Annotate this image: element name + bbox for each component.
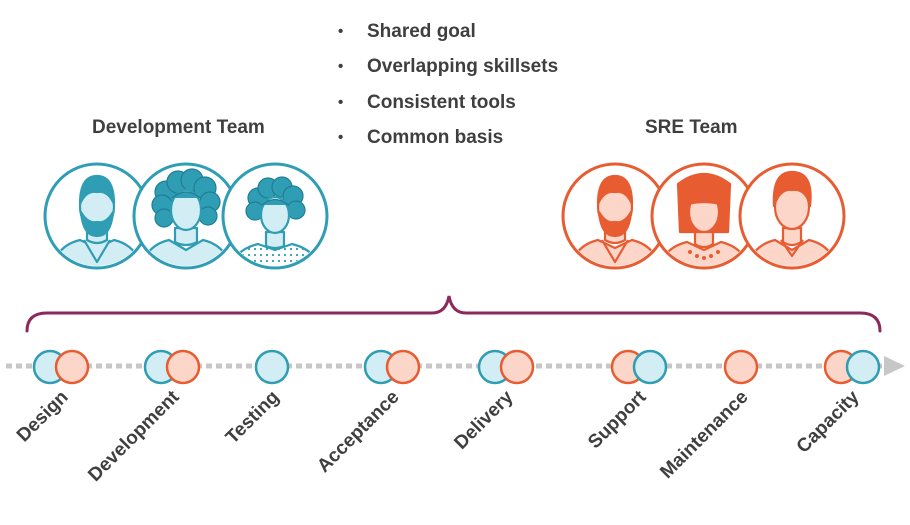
- dev-avatar-curly-woman: [221, 162, 329, 270]
- stage-label: Maintenance: [656, 387, 752, 483]
- sre-avatar-man: [738, 162, 846, 270]
- sre-team-marker: [385, 349, 421, 385]
- timeline-arrowhead-icon: [884, 356, 905, 376]
- sre-team-marker: [499, 349, 535, 385]
- dev-team-marker: [632, 349, 668, 385]
- bullet-item: Shared goal: [338, 16, 558, 51]
- sre-team-marker: [165, 349, 201, 385]
- stage-label: Testing: [222, 387, 284, 449]
- stage-label: Development: [84, 386, 184, 486]
- bullet-item: Consistent tools: [338, 87, 558, 122]
- lifecycle-brace: [25, 295, 882, 333]
- stage-label: Delivery: [450, 386, 517, 453]
- stage-label: Capacity: [793, 386, 864, 457]
- shared-practices-list: Shared goal Overlapping skillsets Consis…: [338, 16, 558, 157]
- sre-avatar-woman: [650, 162, 758, 270]
- dev-team-marker: [254, 349, 290, 385]
- dev-team-marker: [845, 349, 881, 385]
- dev-avatar-curly-hair-person: [132, 162, 240, 270]
- bullet-item: Common basis: [338, 122, 558, 157]
- dev-avatar-bearded-man: [43, 162, 151, 270]
- development-team-title: Development Team: [92, 117, 265, 138]
- stage-label: Support: [584, 386, 651, 453]
- sre-team-marker: [54, 349, 90, 385]
- sre-team-marker: [723, 349, 759, 385]
- sre-team-title: SRE Team: [645, 117, 738, 138]
- stage-label: Acceptance: [313, 387, 403, 477]
- bullet-item: Overlapping skillsets: [338, 51, 558, 86]
- stage-label: Design: [13, 387, 73, 447]
